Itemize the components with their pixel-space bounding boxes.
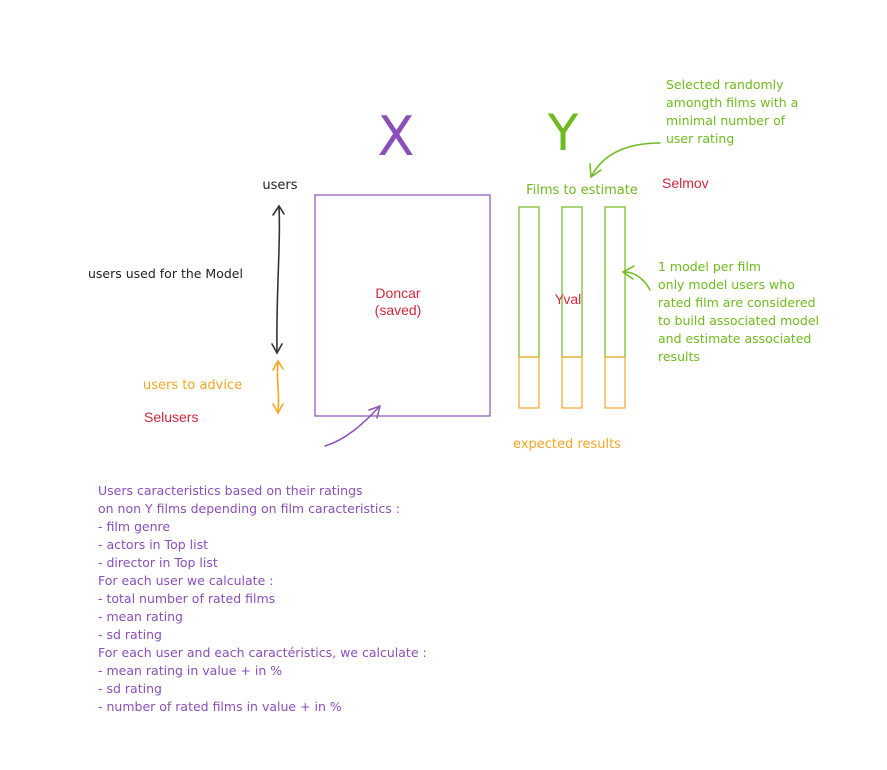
- model-note-line: and estimate associated: [658, 331, 812, 346]
- model-note-line: to build associated model: [658, 313, 819, 328]
- characteristics-line: on non Y films depending on film caracte…: [98, 501, 400, 516]
- model-note-line: only model users who: [658, 277, 795, 292]
- selection-note-line: amongth films with a: [666, 95, 799, 110]
- characteristics-line: Users caracteristics based on their rati…: [98, 483, 363, 498]
- y-heading: Y: [547, 104, 579, 162]
- characteristics-line: - director in Top list: [98, 555, 218, 570]
- characteristics-line: - mean rating: [98, 609, 183, 624]
- characteristics-line: - actors in Top list: [98, 537, 208, 552]
- characteristics-line: - film genre: [98, 519, 171, 534]
- selmov-label: Selmov: [662, 175, 709, 191]
- characteristics-note: Users caracteristics based on their rati…: [98, 482, 427, 716]
- selection-note-line: user rating: [666, 131, 735, 146]
- film-column-2: [561, 206, 583, 409]
- selection-note: Selected randomly amongth films with a m…: [666, 75, 798, 147]
- x-matrix-name: Doncar: [375, 285, 420, 301]
- model-note: 1 model per film only model users who ra…: [658, 258, 819, 366]
- expected-results-label: expected results: [513, 437, 621, 452]
- x-heading: X: [378, 105, 415, 168]
- characteristics-line: For each user and each caractéristics, w…: [98, 645, 427, 660]
- characteristics-line: - total number of rated films: [98, 591, 276, 606]
- model-users-arrow: [271, 204, 285, 355]
- y-matrix-name: Yval: [555, 291, 581, 307]
- selection-note-line: minimal number of: [666, 113, 786, 128]
- advice-users-arrow: [272, 359, 284, 415]
- film-column-3: [604, 206, 626, 409]
- selusers-label: Selusers: [144, 409, 198, 425]
- model-note-line: 1 model per film: [658, 259, 762, 274]
- model-note-line: results: [658, 349, 700, 364]
- characteristics-line: - sd rating: [98, 681, 162, 696]
- characteristics-line: - sd rating: [98, 627, 162, 642]
- advice-users-label: users to advice: [143, 378, 242, 393]
- selection-note-line: Selected randomly: [666, 77, 784, 92]
- model-note-arrow: [621, 265, 651, 291]
- film-column-1: [518, 206, 540, 409]
- x-matrix-box: [314, 194, 491, 417]
- films-to-estimate-title: Films to estimate: [526, 183, 638, 198]
- model-users-label: users used for the Model: [88, 266, 243, 281]
- users-label: users: [262, 178, 297, 193]
- characteristics-line: - number of rated films in value + in %: [98, 699, 342, 714]
- x-matrix-pointer-arrow: [324, 404, 382, 447]
- x-matrix-note: (saved): [375, 302, 422, 318]
- characteristics-line: - mean rating in value + in %: [98, 663, 283, 678]
- model-note-line: rated film are considered: [658, 295, 816, 310]
- characteristics-line: For each user we calculate :: [98, 573, 274, 588]
- selection-note-arrow: [589, 142, 661, 179]
